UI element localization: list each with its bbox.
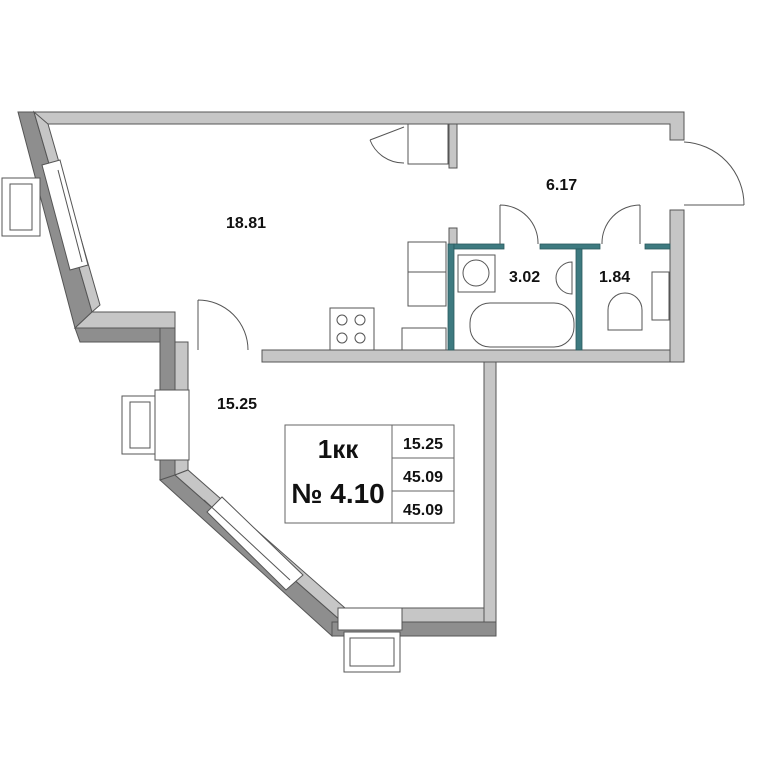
windows	[1, 159, 403, 673]
total-area: 45.09	[403, 469, 443, 486]
room-area-kitchen: 18.81	[226, 215, 266, 232]
room-area-hallway: 6.17	[546, 177, 577, 194]
room-area-toilet: 1.84	[599, 269, 630, 286]
total-area-2: 45.09	[403, 502, 443, 519]
cabinet-icon	[407, 123, 449, 165]
sink-icon	[407, 271, 447, 307]
toilet-icon	[607, 292, 643, 331]
fridge-icon	[401, 327, 447, 351]
room-area-bathroom: 3.02	[509, 269, 540, 286]
exterior-walls	[17, 110, 685, 637]
bathtub-icon	[469, 302, 575, 348]
apartment-info-box: 1кк № 4.10 15.25 45.09 45.09	[284, 424, 455, 524]
washbasin-icon	[555, 261, 573, 295]
apartment-number: № 4.10	[291, 478, 385, 509]
room-area-bedroom: 15.25	[217, 396, 257, 413]
bathroom-walls	[447, 243, 671, 351]
doors	[197, 126, 745, 351]
living-area: 15.25	[403, 436, 443, 453]
stove-icon	[329, 307, 375, 351]
apartment-type: 1кк	[318, 434, 359, 464]
fixtures	[329, 123, 670, 351]
